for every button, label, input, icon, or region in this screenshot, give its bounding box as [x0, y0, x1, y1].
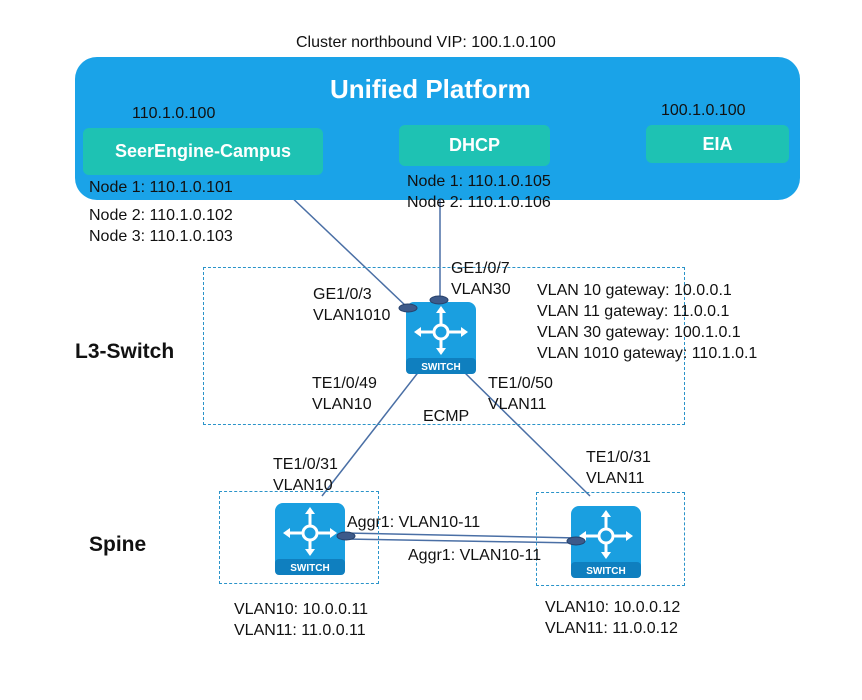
port-te1-0-50: TE1/0/50: [488, 375, 553, 392]
l3-switch-icon: SWITCH: [406, 302, 476, 374]
link-aggr-bottom: [344, 538, 579, 544]
dhcp-box: DHCP: [399, 125, 550, 166]
gateway-vlan30: VLAN 30 gateway: 100.1.0.1: [537, 324, 741, 341]
link-aggr-top: [344, 532, 579, 539]
spine-right-switch-icon: SWITCH: [571, 506, 641, 578]
port-ge1-0-3: GE1/0/3: [313, 286, 372, 303]
spine-left-device-label: SWITCH: [290, 563, 329, 574]
spine-right-port: TE1/0/31: [586, 449, 651, 466]
port-marker-ge1-0-7: [429, 295, 449, 305]
port-te1-0-49-vlan: VLAN10: [312, 396, 372, 413]
port-marker-aggr-left: [336, 531, 356, 541]
seerengine-box: SeerEngine-Campus: [83, 128, 323, 175]
spine-left-port-vlan: VLAN10: [273, 477, 333, 494]
port-ge1-0-3-vlan: VLAN1010: [313, 307, 391, 324]
link-l3-spine-right: [461, 369, 591, 497]
seerengine-node-1: Node 1: 110.1.0.101: [89, 179, 233, 196]
spine-right-ip-vlan10: VLAN10: 10.0.0.12: [545, 599, 681, 616]
seerengine-node-2: Node 2: 110.1.0.102: [89, 207, 233, 224]
port-ge1-0-7: GE1/0/7: [451, 260, 510, 277]
port-te1-0-50-vlan: VLAN11: [488, 396, 547, 413]
spine-left-ip-vlan10: VLAN10: 10.0.0.11: [234, 601, 369, 618]
spine-right-device-label: SWITCH: [586, 566, 625, 577]
spine-right-region: [536, 492, 685, 586]
aggr-right-label: Aggr1: VLAN10-11: [408, 547, 542, 564]
l3-switch-device-label: SWITCH: [421, 362, 460, 373]
spine-label: Spine: [89, 533, 147, 556]
eia-vip: 100.1.0.100: [661, 102, 746, 119]
port-te1-0-49: TE1/0/49: [312, 375, 377, 392]
link-l3-spine-left: [321, 369, 421, 497]
spine-right-port-vlan: VLAN11: [586, 470, 645, 487]
seerengine-vip: 110.1.0.100: [132, 105, 216, 122]
aggr-left-label: Aggr1: VLAN10-11: [347, 514, 481, 531]
gateway-vlan10: VLAN 10 gateway: 10.0.0.1: [537, 282, 732, 299]
seerengine-node-3: Node 3: 110.1.0.103: [89, 228, 233, 245]
dhcp-node-1: Node 1: 110.1.0.105: [407, 173, 551, 190]
port-ge1-0-7-vlan: VLAN30: [451, 281, 511, 298]
port-marker-ge1-0-3: [398, 303, 418, 313]
l3-switch-region: [203, 267, 685, 425]
ecmp-label: ECMP: [423, 408, 470, 425]
spine-left-switch-icon: SWITCH: [275, 503, 345, 575]
spine-left-region: [219, 491, 379, 584]
gateway-vlan11: VLAN 11 gateway: 11.0.0.1: [537, 303, 730, 320]
spine-left-ip-vlan11: VLAN11: 11.0.0.11: [234, 622, 366, 639]
gateway-vlan1010: VLAN 1010 gateway: 110.1.0.1: [537, 345, 758, 362]
l3-switch-label: L3-Switch: [75, 340, 175, 363]
dhcp-node-2: Node 2: 110.1.0.106: [407, 194, 551, 211]
cluster-vip: Cluster northbound VIP: 100.1.0.100: [296, 34, 556, 51]
spine-right-ip-vlan11: VLAN11: 11.0.0.12: [545, 620, 678, 637]
platform-title: Unified Platform: [330, 74, 531, 104]
port-marker-aggr-right: [566, 536, 586, 546]
eia-box: EIA: [646, 125, 789, 163]
spine-left-port: TE1/0/31: [273, 456, 338, 473]
